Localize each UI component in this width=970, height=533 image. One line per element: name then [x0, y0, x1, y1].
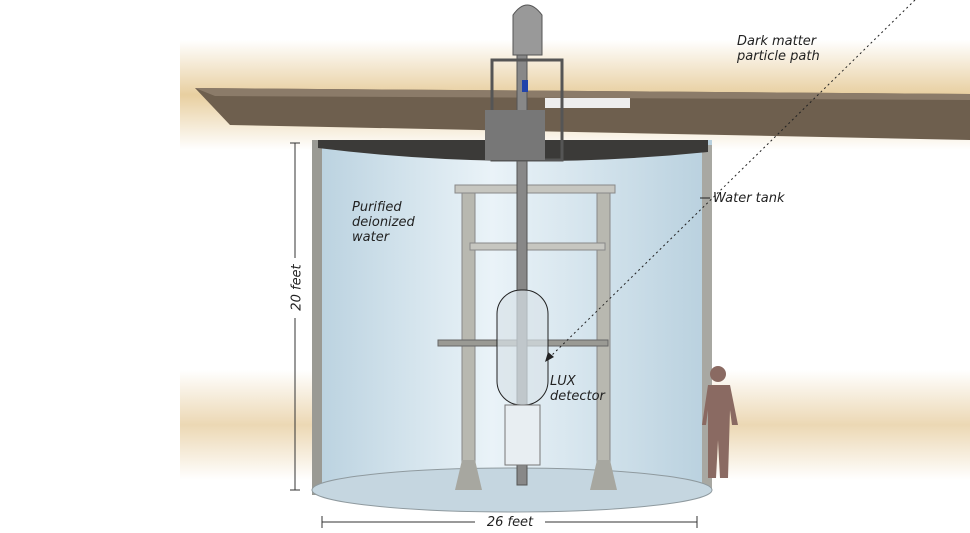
water-tank-label: Water tank: [713, 191, 785, 206]
width-dimension-label: 26 feet: [486, 515, 534, 530]
particle-path-label: Dark matter particle path: [737, 34, 820, 64]
water-label: Purified deionized water: [352, 200, 415, 245]
person-silhouette: [702, 366, 738, 478]
arrowhead-icon: [545, 352, 554, 362]
detector-label: LUX detector: [550, 374, 605, 404]
particle-path-line: [548, 0, 916, 359]
lux-detector: [496, 289, 549, 406]
ceiling-slab: [195, 88, 970, 140]
height-dimension-label: 20 feet: [289, 264, 305, 311]
